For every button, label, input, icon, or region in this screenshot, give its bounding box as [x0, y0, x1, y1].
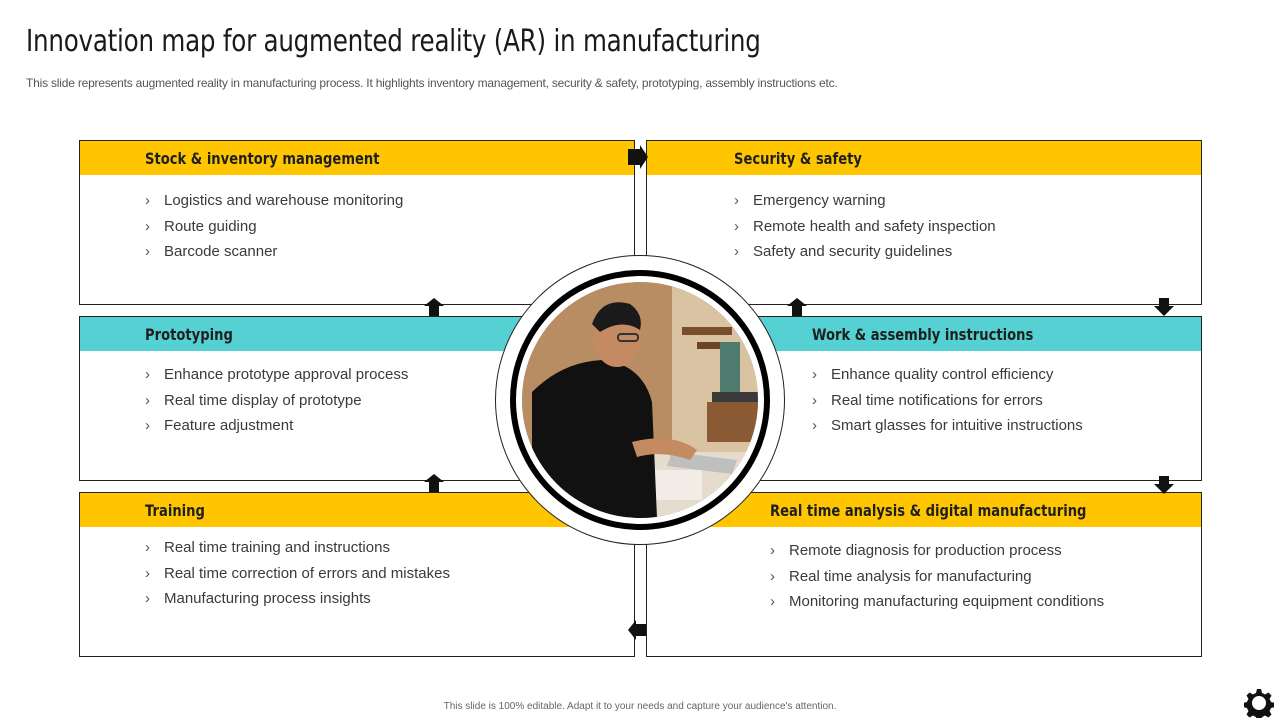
stock-inventory-header: Stock & inventory management [80, 141, 634, 175]
list-item: Enhance quality control efficiency [812, 365, 1083, 391]
page-subtitle: This slide represents augmented reality … [26, 76, 838, 90]
list-item: Remote health and safety inspection [734, 217, 996, 243]
security-safety-card: Security & safety Emergency warning Remo… [646, 140, 1202, 305]
training-list: Real time training and instructions Real… [145, 538, 450, 615]
list-item: Safety and security guidelines [734, 242, 996, 268]
security-safety-list: Emergency warning Remote health and safe… [734, 191, 996, 268]
stock-inventory-list: Logistics and warehouse monitoring Route… [145, 191, 403, 268]
security-safety-heading: Security & safety [734, 148, 862, 168]
stock-inventory-heading: Stock & inventory management [145, 148, 380, 168]
footer-note: This slide is 100% editable. Adapt it to… [443, 701, 837, 712]
stock-inventory-card: Stock & inventory management Logistics a… [79, 140, 635, 305]
list-item: Emergency warning [734, 191, 996, 217]
security-safety-header: Security & safety [647, 141, 1201, 175]
list-item: Real time correction of errors and mista… [145, 564, 450, 590]
page-title: Innovation map for augmented reality (AR… [26, 24, 761, 59]
analysis-card: Real time analysis & digital manufacturi… [646, 492, 1202, 657]
person-at-laptop-photo [522, 282, 758, 518]
analysis-heading: Real time analysis & digital manufacturi… [770, 500, 1087, 520]
list-item: Remote diagnosis for production process [770, 541, 1104, 567]
analysis-list: Remote diagnosis for production process … [770, 541, 1104, 618]
gear-icon[interactable] [1244, 688, 1274, 718]
list-item: Smart glasses for intuitive instructions [812, 416, 1083, 442]
assembly-list: Enhance quality control efficiency Real … [812, 365, 1083, 442]
training-heading: Training [145, 500, 205, 520]
prototyping-heading: Prototyping [145, 324, 233, 344]
list-item: Enhance prototype approval process [145, 365, 408, 391]
training-card: Training Real time training and instruct… [79, 492, 635, 657]
prototyping-list: Enhance prototype approval process Real … [145, 365, 408, 442]
list-item: Barcode scanner [145, 242, 403, 268]
photo-illustration [522, 282, 758, 518]
list-item: Real time analysis for manufacturing [770, 567, 1104, 593]
list-item: Monitoring manufacturing equipment condi… [770, 592, 1104, 618]
assembly-heading: Work & assembly instructions [812, 324, 1034, 344]
list-item: Real time training and instructions [145, 538, 450, 564]
list-item: Logistics and warehouse monitoring [145, 191, 403, 217]
list-item: Manufacturing process insights [145, 589, 450, 615]
list-item: Real time display of prototype [145, 391, 408, 417]
list-item: Feature adjustment [145, 416, 408, 442]
list-item: Route guiding [145, 217, 403, 243]
list-item: Real time notifications for errors [812, 391, 1083, 417]
